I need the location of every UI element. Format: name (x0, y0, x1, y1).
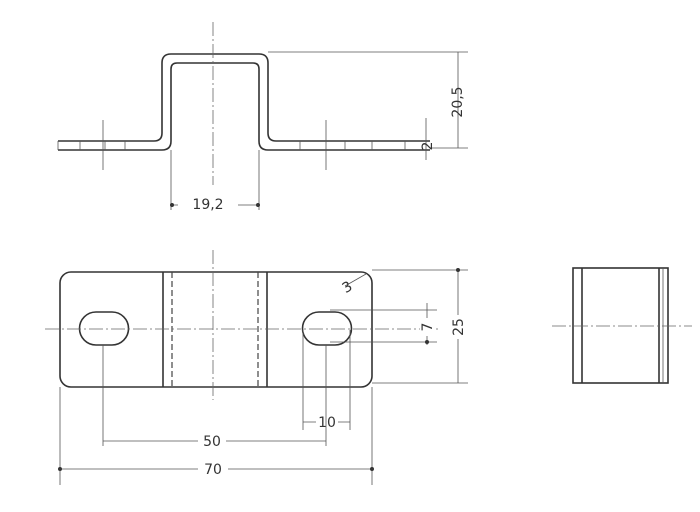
slot-length-dimension: 10 (318, 415, 336, 431)
profile-view: 20,5 2 19,2 (57, 22, 468, 213)
length-dimension: 70 (204, 462, 222, 478)
width-dimension: 25 (451, 318, 467, 336)
plan-view: 3 7 25 10 50 70 (45, 250, 468, 485)
plate-outline (59, 271, 373, 388)
flange-hatch (79, 141, 406, 150)
slot-left (78, 311, 130, 346)
height-dimension: 20,5 (450, 86, 466, 117)
thickness-dimension: 2 (420, 142, 436, 151)
slot-width-dimension: 7 (420, 323, 436, 332)
profile-inner-edge (58, 62, 430, 151)
side-outline (572, 267, 669, 384)
hole-spacing-dimension: 50 (203, 434, 221, 450)
slot-right (301, 311, 353, 346)
profile-outer-edge (58, 53, 430, 142)
side-view (552, 267, 692, 384)
hat-width-dimension: 19,2 (192, 197, 223, 213)
